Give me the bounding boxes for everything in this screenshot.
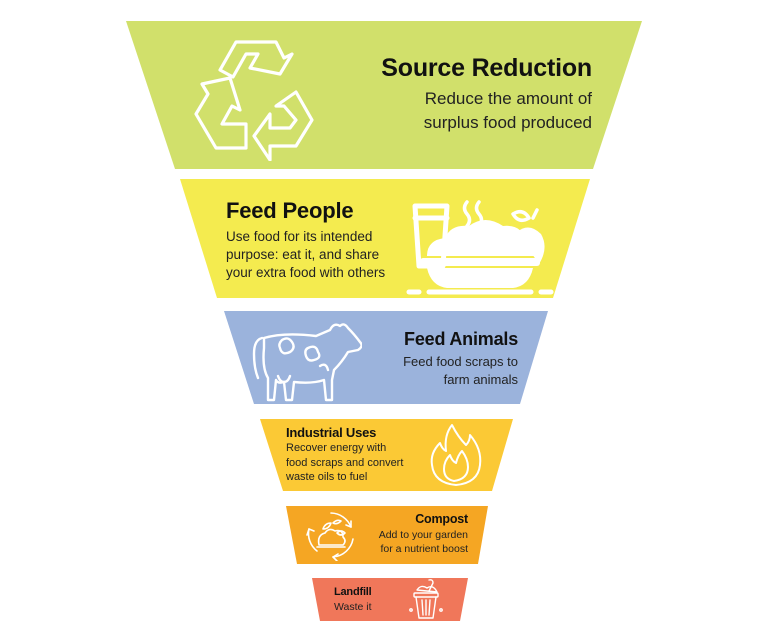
level-description-feed-animals: Feed food scraps to farm animals: [403, 354, 518, 387]
level-title-landfill: Landfill: [334, 586, 372, 598]
trash-can-icon: [409, 578, 443, 622]
level-title-feed-animals: Feed Animals: [404, 329, 518, 349]
recycle-icon: [188, 36, 318, 161]
compost-icon: [305, 509, 357, 561]
cow-icon: [250, 318, 362, 402]
level-description-landfill: Waste it: [334, 601, 372, 613]
level-description-industrial-uses: Recover energy with food scraps and conv…: [286, 442, 404, 483]
level-title-industrial-uses: Industrial Uses: [286, 425, 377, 440]
level-description-source-reduction: Reduce the amount of surplus food produc…: [423, 89, 592, 132]
level-title-source-reduction: Source Reduction: [381, 54, 592, 82]
level-description-compost: Add to your garden for a nutrient boost: [378, 529, 468, 555]
level-title-compost: Compost: [415, 512, 468, 526]
level-title-feed-people: Feed People: [226, 198, 354, 223]
level-description-feed-people: Use food for its intended purpose: eat i…: [226, 229, 386, 280]
flame-icon: [428, 421, 484, 487]
meal-icon: [405, 196, 555, 296]
